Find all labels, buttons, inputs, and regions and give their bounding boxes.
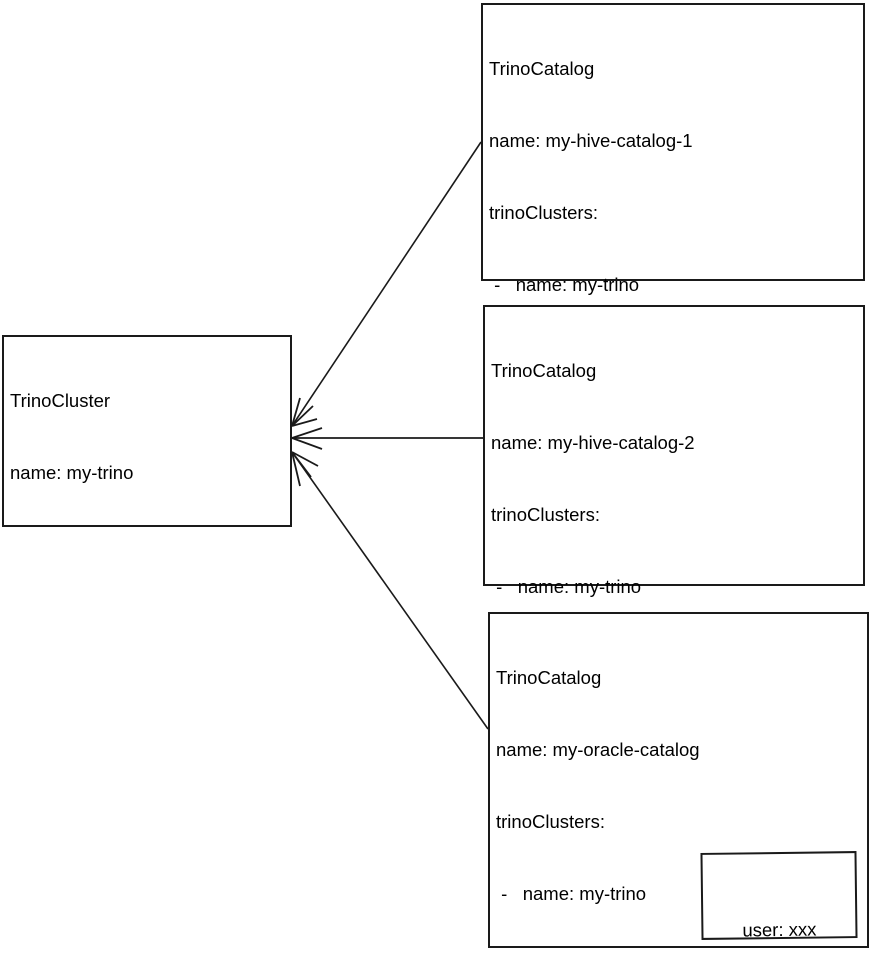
node-trino-catalog-3-text: TrinoCatalog name: my-oracle-catalog tri… — [496, 618, 863, 954]
node-line: TrinoCatalog — [496, 667, 602, 688]
node-secret-box[interactable]: user: xxx password: xxx — [700, 851, 858, 940]
node-trino-catalog-2[interactable]: TrinoCatalog name: my-hive-catalog-2 tri… — [483, 305, 865, 885]
node-line: - name: my-trino — [491, 576, 642, 597]
node-line: trinoClusters: — [491, 504, 600, 525]
node-line: - name: my-trino — [489, 274, 640, 295]
node-line: name: my-oracle-catalog — [496, 739, 700, 760]
node-line: user: xxx — [742, 918, 817, 941]
node-secret-box-text: user: xxx password: xxx — [703, 869, 857, 954]
edge-catalog-3-to-cluster — [291, 451, 489, 730]
node-line: TrinoCatalog — [489, 58, 595, 79]
node-line: trinoClusters: — [496, 811, 605, 832]
node-line: name: my-hive-catalog-2 — [491, 432, 695, 453]
node-line: TrinoCatalog — [491, 360, 597, 381]
node-trino-catalog-1[interactable]: TrinoCatalog name: my-hive-catalog-1 tri… — [481, 3, 865, 655]
node-trino-cluster[interactable]: TrinoCluster name: my-trino — [2, 335, 292, 527]
edge-catalog-2-to-cluster — [291, 427, 483, 450]
node-line: - name: my-trino — [496, 883, 647, 904]
node-line: name: my-trino — [10, 462, 134, 483]
node-line: TrinoCluster — [10, 390, 111, 411]
edge-catalog-1-to-cluster — [291, 141, 482, 427]
node-line: trinoClusters: — [489, 202, 598, 223]
node-line: name: my-hive-catalog-1 — [489, 130, 693, 151]
node-trino-cluster-text: TrinoCluster name: my-trino — [10, 341, 286, 533]
